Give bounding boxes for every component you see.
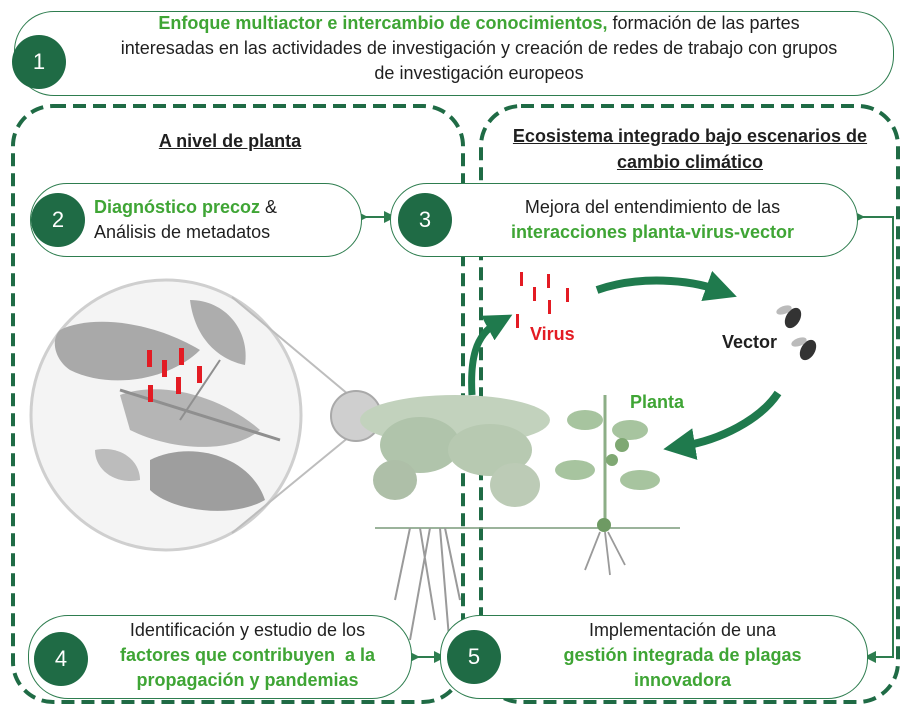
box-2-text: Diagnóstico precoz & Análisis de metadat…: [94, 195, 354, 245]
step-3-number: 3: [418, 207, 432, 232]
box-4: [28, 615, 412, 699]
vector-label: Vector: [722, 332, 778, 352]
planta-label: Planta: [630, 392, 685, 412]
arrow-plant-to-virus: [468, 314, 513, 396]
box-5-line1: Implementación de una: [588, 620, 777, 640]
box-5-line3: innovadora: [633, 670, 731, 690]
box-4-text: Identificación y estudio de los factores…: [90, 618, 405, 693]
box-5: [440, 615, 868, 699]
box-4-green-text: factores que contribuyen: [119, 645, 335, 665]
virus-label: Virus: [530, 324, 575, 344]
box-2-line2: Análisis de metadatos: [94, 222, 271, 242]
right-heading-line2: cambio climático: [616, 152, 764, 172]
step-5-badge: 5: [447, 630, 501, 684]
box-2-green-text: Diagnóstico precoz: [94, 197, 261, 217]
box-5-text: Implementación de una gestión integrada …: [505, 618, 860, 693]
tomato-plant: [555, 395, 660, 576]
step-5-number: 5: [467, 644, 481, 669]
box-3: [390, 183, 858, 257]
step-1-badge: 1: [12, 35, 66, 89]
step-3-badge: 3: [398, 193, 452, 247]
arrow-virus-to-vector: [595, 270, 737, 302]
box-3-text: Mejora del entendimiento de las interacc…: [455, 195, 850, 245]
fly-icons: [776, 305, 817, 361]
arrow-vector-to-plant: [663, 390, 782, 460]
box-4-line1: Identificación y estudio de los: [129, 620, 366, 640]
leaf-magnifier: [29, 278, 356, 552]
step-1-number: 1: [32, 49, 46, 74]
step-4-number: 4: [54, 646, 68, 671]
box-1-text: Enfoque multiactor e intercambio de cono…: [70, 11, 888, 86]
step-2-badge: 2: [31, 193, 85, 247]
connector-3-5: [853, 211, 894, 663]
box-2-line1-rest: &: [260, 197, 278, 217]
box-5-green-text: gestión integrada de plagas: [563, 645, 802, 665]
box-1-line1-rest: formación de las partes: [607, 13, 800, 33]
box-4-green-text-b: a la: [345, 645, 376, 665]
right-heading-line1: Ecosistema integrado bajo escenarios de: [512, 126, 868, 146]
box-1-green-text: Enfoque multiactor e intercambio de cono…: [158, 13, 608, 33]
step-4-badge: 4: [34, 632, 88, 686]
left-panel-heading: A nivel de planta: [158, 131, 302, 151]
box-2: [30, 183, 362, 257]
right-panel-border: [479, 104, 900, 704]
virus-marks: [516, 272, 569, 328]
box-3-green-text: interacciones planta-virus-vector: [510, 222, 795, 242]
box-1: [14, 11, 894, 96]
box-3-line1: Mejora del entendimiento de las: [524, 197, 781, 217]
box-1-line3: de investigación europeos: [374, 63, 584, 83]
box-1-line2: interesadas en las actividades de invest…: [120, 38, 838, 58]
step-2-number: 2: [51, 207, 65, 232]
crop-plant: [360, 395, 680, 651]
right-panel-heading: Ecosistema integrado bajo escenarios de …: [490, 123, 890, 175]
box-4-line3: propagación y pandemias: [136, 670, 359, 690]
